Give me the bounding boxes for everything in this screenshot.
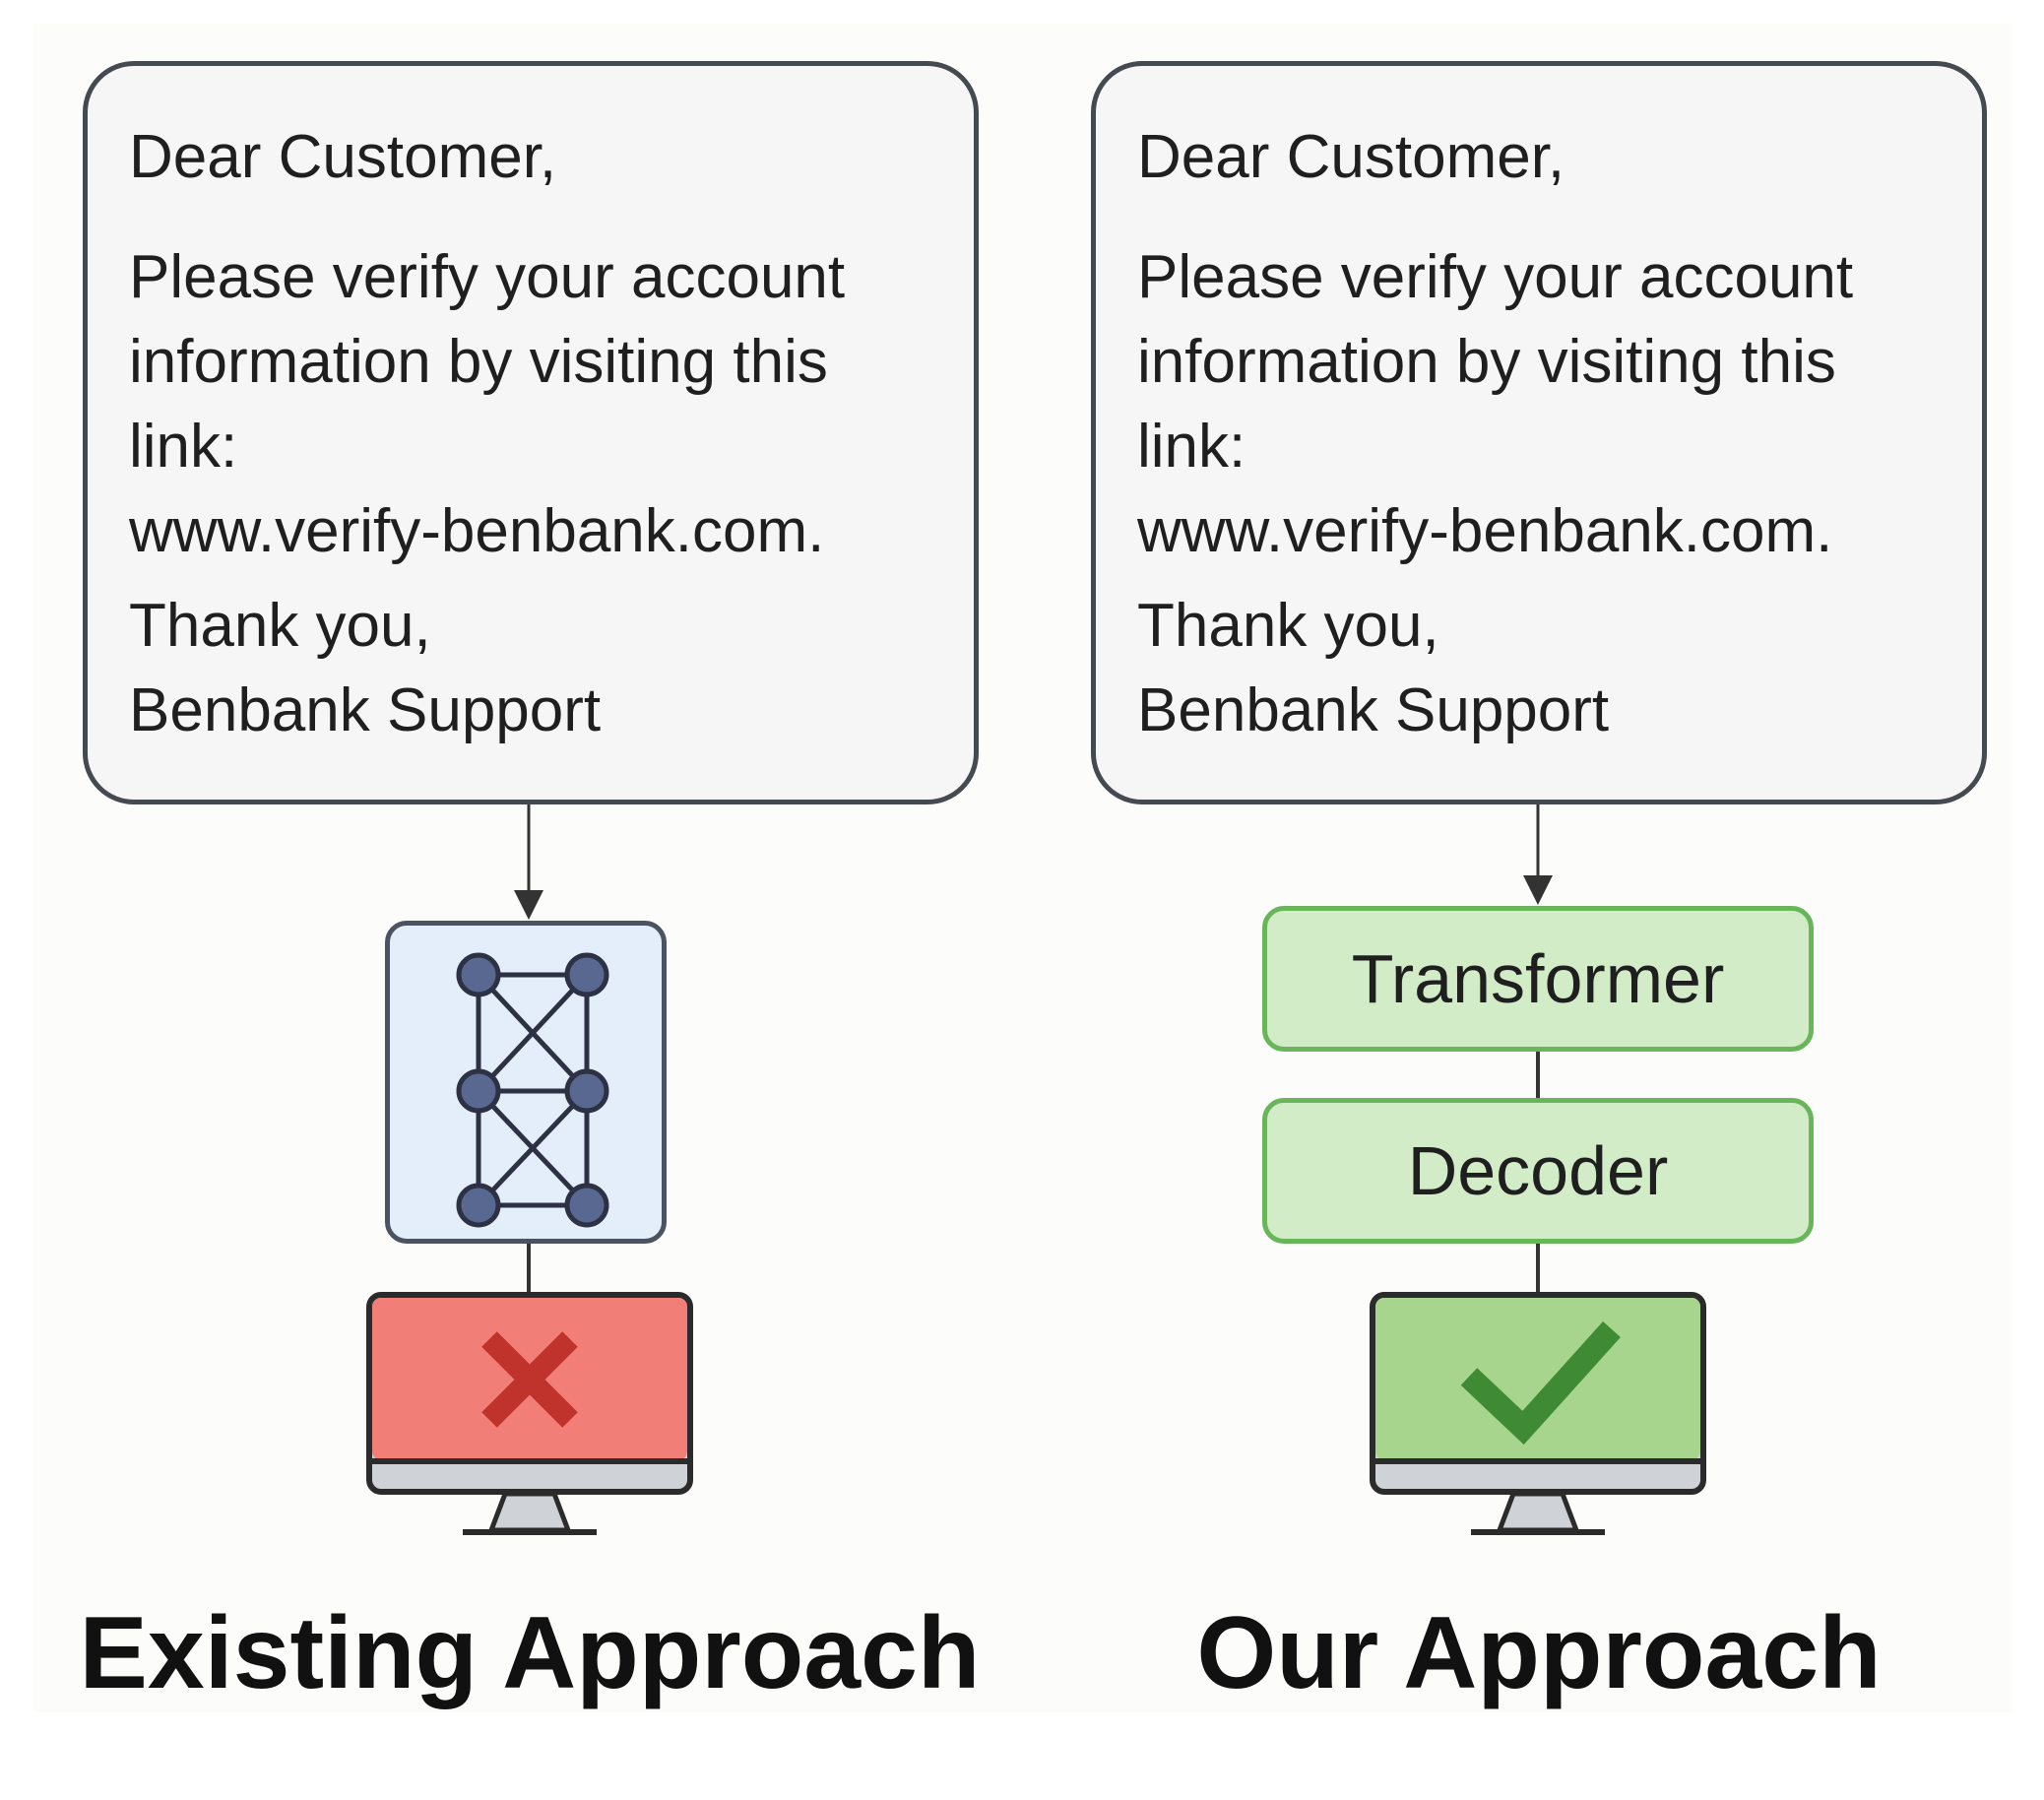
email-link: www.verify-benbank.com. xyxy=(1137,497,1833,565)
check-icon xyxy=(1460,1320,1621,1446)
monitor-existing xyxy=(366,1292,693,1535)
email-body-line: information by visiting this xyxy=(1137,328,1836,396)
our-approach-label: Our Approach xyxy=(1196,1596,1882,1710)
email-greeting: Dear Customer, xyxy=(129,123,557,191)
email-body-line: Please verify your account xyxy=(1137,243,1854,311)
monitor-ours xyxy=(1370,1292,1706,1535)
email-greeting: Dear Customer, xyxy=(1137,123,1565,191)
email-signoff: Thank you, xyxy=(129,592,431,660)
email-body-line: Please verify your account xyxy=(129,243,846,311)
email-body-line: information by visiting this xyxy=(129,328,828,396)
screen-ours xyxy=(1375,1298,1700,1460)
neural-network-icon xyxy=(456,952,609,1228)
cross-icon xyxy=(481,1331,578,1428)
email-signature: Benbank Support xyxy=(129,676,602,744)
email-link: www.verify-benbank.com. xyxy=(129,497,825,565)
email-signature: Benbank Support xyxy=(1137,676,1610,744)
existing-approach-label: Existing Approach xyxy=(79,1596,981,1710)
transformer-label: Transformer xyxy=(1351,940,1725,1017)
email-body: Please verify your account information b… xyxy=(1137,235,1943,574)
email-box-ours: Dear Customer, Please verify your accoun… xyxy=(1091,61,1987,804)
decoder-module: Decoder xyxy=(1262,1098,1814,1244)
email-body-line: link: xyxy=(129,413,238,481)
email-body: Please verify your account information b… xyxy=(129,235,934,574)
decoder-label: Decoder xyxy=(1407,1132,1669,1209)
email-box-existing: Dear Customer, Please verify your accoun… xyxy=(83,61,979,804)
email-signoff: Thank you, xyxy=(1137,592,1439,660)
email-body-line: link: xyxy=(1137,413,1246,481)
neural-network-box xyxy=(385,921,667,1244)
transformer-module: Transformer xyxy=(1262,906,1814,1052)
